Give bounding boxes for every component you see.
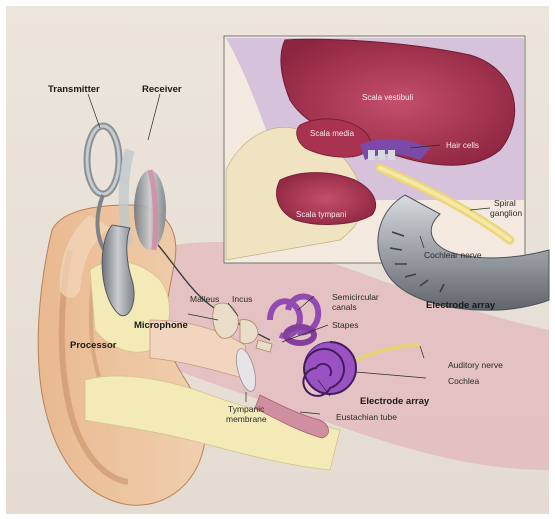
- label-malleus: Malleus: [190, 294, 219, 304]
- label-incus: Incus: [232, 294, 252, 304]
- label-microphone: Microphone: [134, 320, 188, 331]
- label-scala-vestibuli: Scala vestibuli: [362, 93, 413, 102]
- label-cochlear-nerve: Cochlear nerve: [424, 250, 482, 260]
- label-processor: Processor: [70, 340, 117, 351]
- label-eustachian-tube: Eustachian tube: [336, 412, 397, 422]
- label-scala-media: Scala media: [310, 129, 355, 138]
- label-receiver: Receiver: [142, 84, 182, 95]
- label-stapes: Stapes: [332, 320, 358, 330]
- label-scala-tympani: Scala tympani: [296, 210, 346, 219]
- label-spiral-ganglion-line2: ganglion: [490, 208, 522, 218]
- label-semicircular-canals-line1: Semicircular: [332, 292, 379, 302]
- label-hair-cells: Hair cells: [446, 141, 479, 150]
- label-electrode-array-inset: Electrode array: [426, 300, 496, 311]
- label-electrode-array: Electrode array: [360, 396, 430, 407]
- label-auditory-nerve: Auditory nerve: [448, 360, 503, 370]
- label-tympanic-membrane-line1: Tympanic: [228, 404, 265, 414]
- label-cochlea: Cochlea: [448, 376, 479, 386]
- label-tympanic-membrane-line2: membrane: [226, 414, 267, 424]
- label-transmitter: Transmitter: [48, 84, 100, 95]
- label-spiral-ganglion-line1: Spiral: [494, 198, 516, 208]
- label-semicircular-canals-line2: canals: [332, 302, 357, 312]
